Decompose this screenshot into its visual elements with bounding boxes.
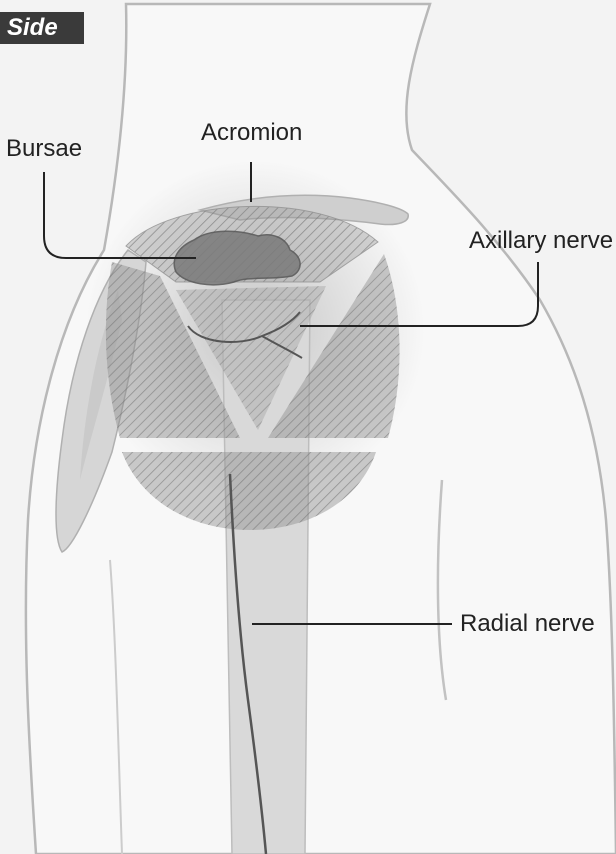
acromion-label: Acromion [201,118,302,148]
axillary-nerve-label: Axillary nerve [469,226,613,256]
bursae-label: Bursae [6,134,82,164]
view-tag: Side [0,12,84,44]
radial-nerve-label: Radial nerve [460,609,595,639]
